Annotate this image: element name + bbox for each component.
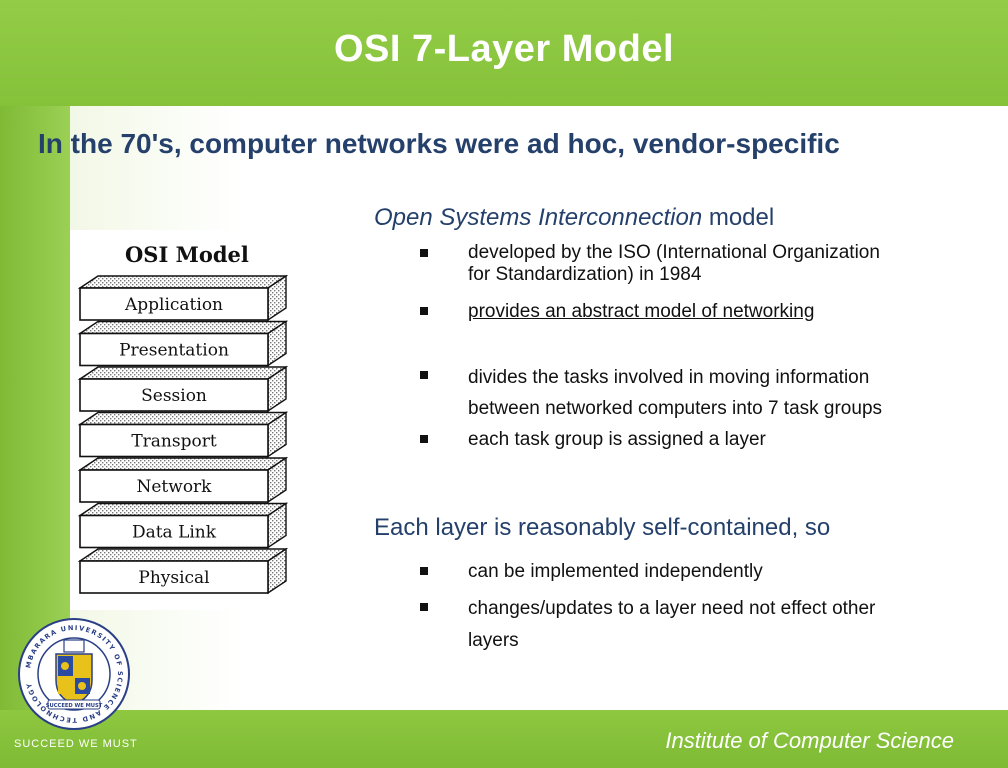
osi-layer-physical: Physical xyxy=(77,547,289,595)
osi-layer-label: Transport xyxy=(131,432,217,452)
osi-layer-label: Physical xyxy=(138,568,209,588)
bullet-square-icon xyxy=(420,307,428,315)
osi-layer-network: Network xyxy=(77,456,289,504)
bullet-square-icon xyxy=(420,371,428,379)
footer-band xyxy=(0,710,1008,768)
bullet-square-icon xyxy=(420,435,428,443)
bullet-line: can be implemented independently xyxy=(468,561,763,582)
bullet-line: divides the tasks involved in moving inf… xyxy=(468,367,870,388)
slide-title: OSI 7-Layer Model xyxy=(333,28,675,70)
osi-layer-presentation: Presentation xyxy=(77,320,289,367)
osi-model-diagram: OSI Model ApplicationPresentationSession… xyxy=(70,230,310,610)
bullet-line: developed by the ISO (International Orga… xyxy=(468,242,880,263)
bullet-line: changes/updates to a layer need not effe… xyxy=(468,598,876,619)
osi-diagram-title: OSI Model xyxy=(125,242,249,267)
osi-heading-rest: model xyxy=(702,204,775,231)
footer-motto: SUCCEED WE MUST xyxy=(14,738,138,750)
bullet-line: each task group is assigned a layer xyxy=(468,429,766,450)
osi-layer-label: Presentation xyxy=(119,341,229,361)
osi-layer-label: Application xyxy=(124,295,223,315)
bullet-square-icon xyxy=(420,249,428,257)
bullet-line: between networked computers into 7 task … xyxy=(468,398,883,419)
bullet-square-icon xyxy=(420,567,428,575)
osi-heading: Open Systems Interconnection model xyxy=(374,204,774,232)
section2-heading: Each layer is reasonably self-contained,… xyxy=(374,514,831,541)
osi-layer-transport: Transport xyxy=(77,411,289,458)
header-band xyxy=(0,0,1008,106)
university-seal: MBARARA UNIVERSITY OF SCIENCE AND TECHNO… xyxy=(18,618,130,730)
bullet-line: layers xyxy=(468,630,519,651)
osi-layer-data-link: Data Link xyxy=(77,502,289,549)
bullet-line: for Standardization) in 1984 xyxy=(468,264,702,285)
osi-layer-stack: ApplicationPresentationSessionTransportN… xyxy=(77,274,289,595)
osi-layer-session: Session xyxy=(77,365,289,413)
osi-heading-italic: Open Systems Interconnection xyxy=(374,204,703,231)
osi-layer-label: Session xyxy=(141,386,207,406)
osi-layer-label: Data Link xyxy=(132,523,217,543)
bullet-line: provides an abstract model of networking xyxy=(468,301,815,322)
seal-ribbon-text: SUCCEED WE MUST xyxy=(46,703,103,709)
footer-institute: Institute of Computer Science xyxy=(665,728,954,753)
left-strip xyxy=(0,106,70,710)
osi-layer-label: Network xyxy=(137,477,213,497)
bullet-square-icon xyxy=(420,603,428,611)
slide-subtitle: In the 70's, computer networks were ad h… xyxy=(38,128,840,159)
osi-layer-application: Application xyxy=(77,274,289,322)
